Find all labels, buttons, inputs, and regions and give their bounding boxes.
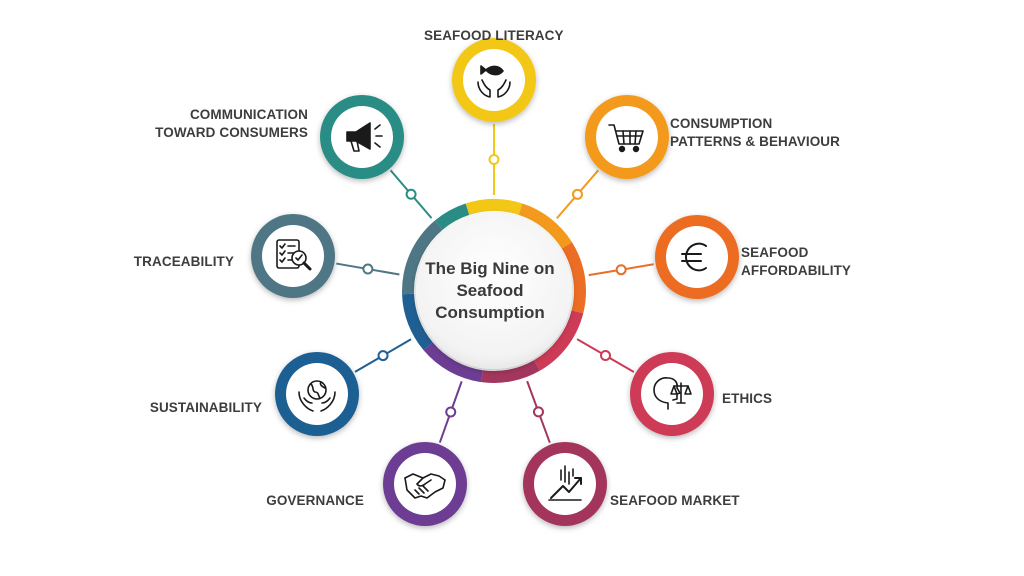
label-line: ETHICS <box>722 391 773 406</box>
center-title-line-1: The Big Nine on <box>425 259 555 278</box>
node-governance <box>383 442 467 526</box>
node-literacy <box>452 38 536 122</box>
node-inner-consumption <box>596 106 658 168</box>
euro-icon <box>681 242 707 272</box>
ring-segment-literacy <box>465 199 523 215</box>
ring-segment-ethics <box>534 310 584 371</box>
connector-dot-communication <box>405 188 417 200</box>
node-affordability <box>655 215 739 299</box>
handshake-icon <box>404 473 446 499</box>
checklist-magnifier-icon <box>276 239 312 271</box>
label-sustainability: SUSTAINABILITY <box>150 399 262 417</box>
node-ethics <box>630 352 714 436</box>
label-seafood-affordability: SEAFOOD AFFORDABILITY <box>741 244 851 280</box>
connector-dot-traceability <box>362 263 374 275</box>
ring-segment-communication <box>434 203 470 230</box>
center-title: The Big Nine on Seafood Consumption <box>415 258 565 324</box>
market-chart-icon <box>548 465 582 501</box>
connector-dot-governance <box>445 406 457 418</box>
connector-dot-affordability <box>615 264 627 276</box>
label-line: GOVERNANCE <box>266 493 364 508</box>
center-circle <box>416 213 572 369</box>
shopping-cart-icon <box>608 124 644 153</box>
label-communication: COMMUNICATION TOWARD CONSUMERS <box>155 106 308 142</box>
node-inner-literacy <box>463 49 525 111</box>
label-line: TRACEABILITY <box>133 254 234 269</box>
node-traceability <box>251 214 335 298</box>
label-seafood-literacy: SEAFOOD LITERACY <box>424 27 564 45</box>
label-line: SEAFOOD LITERACY <box>424 28 564 43</box>
node-communication <box>320 95 404 179</box>
label-line: SEAFOOD MARKET <box>610 493 740 508</box>
label-traceability: TRACEABILITY <box>134 253 234 271</box>
ring-segment-consumption <box>518 203 573 249</box>
node-inner-market <box>534 453 596 515</box>
center-title-line-2: Seafood <box>456 281 524 300</box>
label-line: PATTERNS & BEHAVIOUR <box>670 134 841 149</box>
label-consumption-patterns: CONSUMPTION PATTERNS & BEHAVIOUR <box>670 115 840 151</box>
label-line: AFFORDABILITY <box>741 263 852 278</box>
ring-segment-affordability <box>561 242 586 314</box>
connector-lines <box>336 124 654 444</box>
ring-segment-sustainability <box>402 293 433 351</box>
fish-in-hands-icon <box>477 65 511 98</box>
ring-segment-traceability <box>401 220 443 295</box>
node-inner-sustainability <box>286 363 348 425</box>
head-with-scales-icon <box>653 377 692 410</box>
label-line: COMMUNICATION <box>189 107 308 122</box>
ring-segment-governance <box>423 342 483 383</box>
label-governance: GOVERNANCE <box>266 492 364 510</box>
megaphone-icon <box>346 122 383 152</box>
connector-dot-consumption <box>571 188 583 200</box>
node-consumption <box>585 95 669 179</box>
label-ethics: ETHICS <box>722 390 772 408</box>
label-line: TOWARD CONSUMERS <box>155 125 308 140</box>
node-sustainability <box>275 352 359 436</box>
connector-dot-market <box>532 406 544 418</box>
topic-nodes <box>251 38 739 526</box>
ring-segment-market <box>481 360 540 383</box>
globe-in-hands-icon <box>298 380 336 412</box>
label-line: SEAFOOD <box>741 245 809 260</box>
connector-dot-literacy <box>488 154 500 165</box>
center-title-line-3: Consumption <box>435 303 545 322</box>
label-line: SUSTAINABILITY <box>149 400 262 415</box>
node-inner-affordability <box>666 226 728 288</box>
connector-dot-sustainability <box>377 350 389 362</box>
node-market <box>523 442 607 526</box>
connector-dot-ethics <box>600 350 612 362</box>
label-seafood-market: SEAFOOD MARKET <box>610 492 740 510</box>
label-line: CONSUMPTION <box>670 116 773 131</box>
